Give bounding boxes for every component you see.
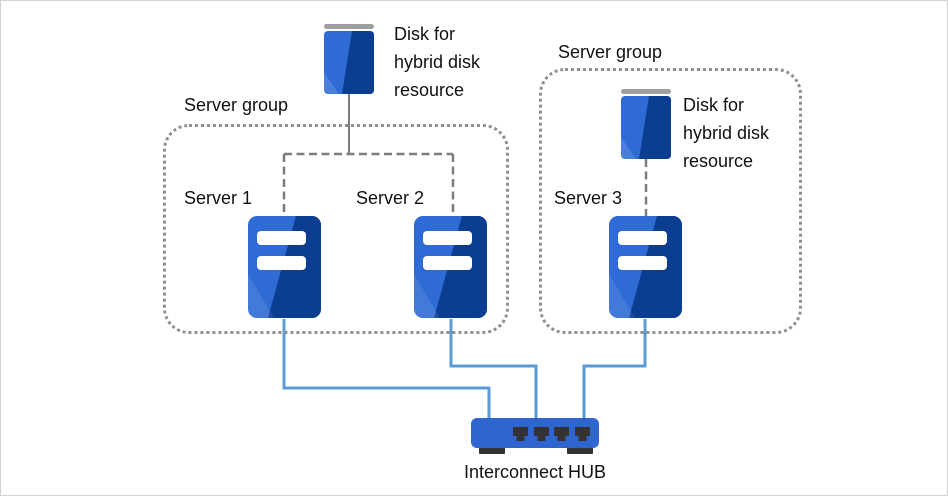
server-label: Server 1	[184, 188, 253, 208]
hub-label: Interconnect HUB	[463, 462, 607, 482]
disk-label: Disk for hybrid disk resource	[683, 95, 770, 171]
server-group-box-2	[539, 68, 802, 334]
server-icon	[414, 216, 487, 318]
server-label: Server 3	[554, 188, 623, 208]
hub-icon	[471, 418, 599, 455]
server-group-label: Server group	[558, 42, 663, 62]
disk-icon	[324, 24, 374, 94]
disk-icon	[621, 89, 671, 159]
server-icon	[248, 216, 321, 318]
server-icon	[609, 216, 682, 318]
server-group-label: Server group	[184, 95, 289, 115]
server-label: Server 2	[356, 188, 425, 208]
disk-label: Disk for hybrid disk resource	[394, 24, 481, 100]
